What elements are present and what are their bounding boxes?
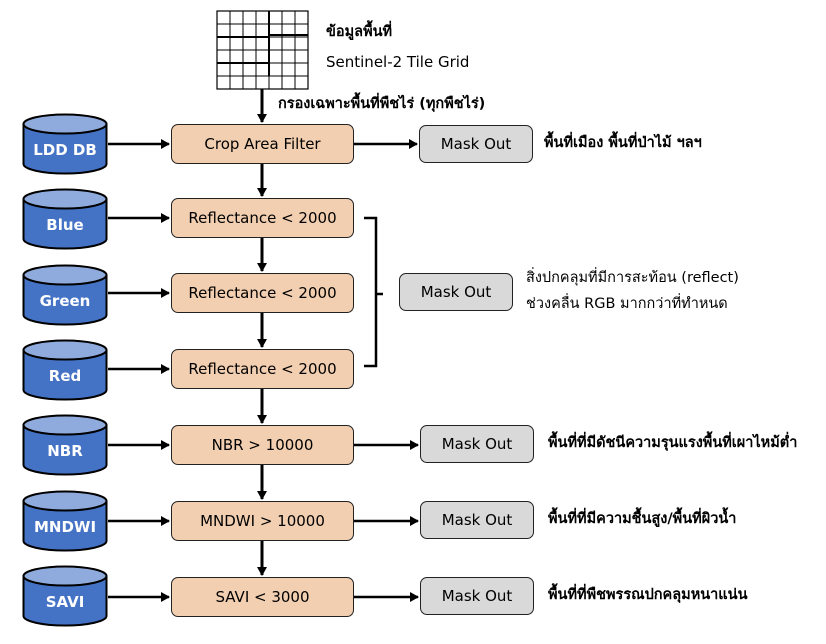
database-label: MNDWI <box>33 518 97 536</box>
mask-out-burn-severity: Mask Out <box>420 425 534 463</box>
process-reflectance-green: Reflectance < 2000 <box>171 273 354 313</box>
rgb-bracket <box>364 216 383 368</box>
database-icon <box>22 414 108 476</box>
mask-note-rgb-line1: สิ่งปกคลุมที่มีการสะท้อน (reflect) <box>526 270 739 286</box>
db-input-arrows <box>108 139 170 602</box>
database-blue: Blue <box>22 188 108 250</box>
database-icon <box>22 339 108 401</box>
database-savi: SAVI <box>22 565 108 627</box>
database-nbr: NBR <box>22 414 108 476</box>
database-label: Blue <box>46 216 84 234</box>
mask-output-arrows <box>354 139 419 602</box>
process-savi-threshold: SAVI < 3000 <box>171 577 354 617</box>
database-icon <box>22 113 108 175</box>
database-icon <box>22 264 108 326</box>
process-reflectance-red: Reflectance < 2000 <box>171 349 354 389</box>
mask-out-dense-vegetation: Mask Out <box>420 577 534 615</box>
database-ldd-db: LDD DB <box>22 113 108 175</box>
database-label: Green <box>39 292 91 310</box>
database-icon <box>22 490 108 552</box>
database-label: NBR <box>47 442 83 460</box>
process-mndwi-threshold: MNDWI > 10000 <box>171 501 354 541</box>
source-title-th: ข้อมูลพื้นที่ <box>326 24 393 40</box>
database-green: Green <box>22 264 108 326</box>
database-icon <box>22 565 108 627</box>
mask-note-burn-severity: พื้นที่ที่มีดัชนีความรุนแรงพื้นที่เผาไหม… <box>548 435 798 451</box>
database-icon <box>22 188 108 250</box>
filter-caption: กรองเฉพาะพื้นที่พืชไร่ (ทุกพืชไร่) <box>278 96 486 112</box>
database-label: LDD DB <box>33 141 97 159</box>
source-title-en: Sentinel-2 Tile Grid <box>326 53 470 71</box>
mask-note-moisture-water: พื้นที่ที่มีความชื้นสูง/พื้นที่ผิวน้ำ <box>548 511 737 527</box>
database-red: Red <box>22 339 108 401</box>
database-label: SAVI <box>45 593 85 611</box>
process-reflectance-blue: Reflectance < 2000 <box>171 198 354 238</box>
database-label: Red <box>48 367 82 385</box>
process-crop-area-filter: Crop Area Filter <box>171 124 354 164</box>
mask-note-rgb-line2: ช่วงคลื่น RGB มากกว่าที่ทำหนด <box>526 296 728 312</box>
mask-out-rgb-reflect: Mask Out <box>399 273 513 311</box>
database-mndwi: MNDWI <box>22 490 108 552</box>
mask-out-urban-forest: Mask Out <box>419 125 533 163</box>
mask-note-dense-vegetation: พื้นที่ที่พืชพรรณปกคลุมหนาแน่น <box>548 587 748 603</box>
process-nbr-threshold: NBR > 10000 <box>171 425 354 465</box>
mask-note-urban-forest: พื้นที่เมือง พื้นที่ป่าไม้ ฯลฯ <box>544 135 702 151</box>
tile-grid-icon <box>216 10 309 90</box>
mask-out-moisture-water: Mask Out <box>420 501 534 539</box>
